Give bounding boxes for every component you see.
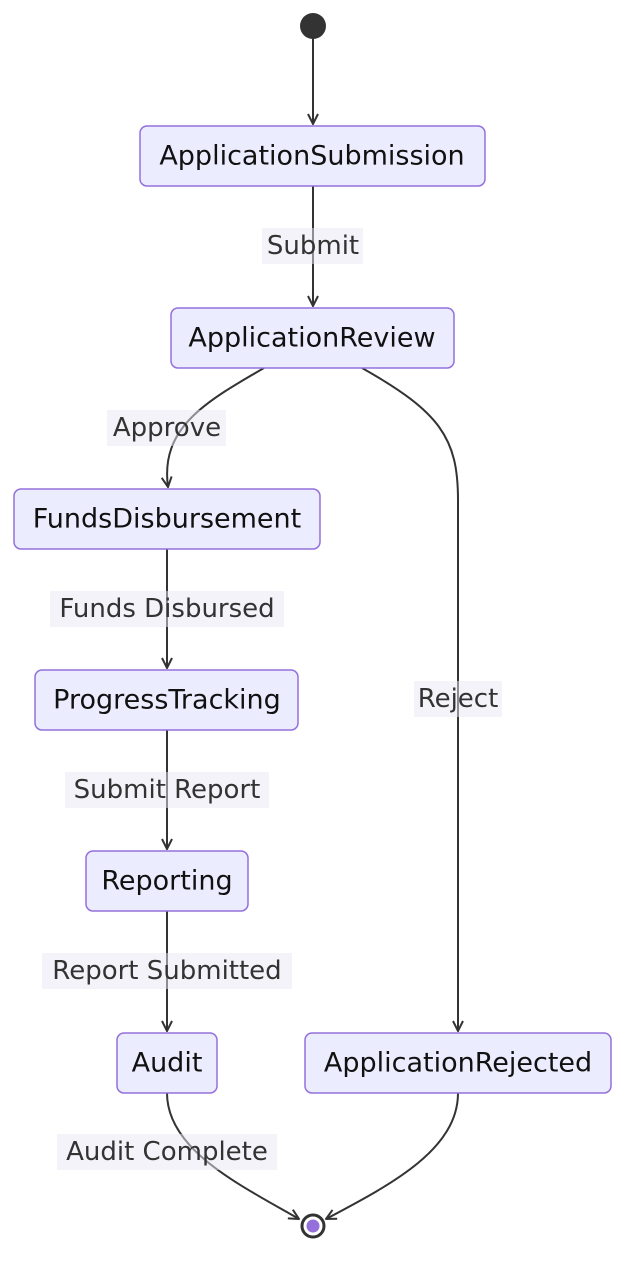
state-label: ApplicationSubmission	[159, 141, 464, 172]
edge-label-text: Submit	[267, 231, 359, 261]
edge-label-audit-complete: Audit Complete	[57, 1134, 277, 1170]
edge-label-text: Funds Disbursed	[59, 594, 274, 624]
state-label: ApplicationRejected	[324, 1048, 592, 1079]
edge-label-text: Reject	[418, 684, 499, 714]
edge-label-text: Report Submitted	[52, 956, 281, 986]
edge-label-funds-disbursed: Funds Disbursed	[50, 591, 284, 627]
state-progress-tracking[interactable]: ProgressTracking	[34, 669, 299, 731]
state-application-rejected[interactable]: ApplicationRejected	[304, 1032, 612, 1094]
end-node	[300, 1213, 326, 1239]
state-label: Audit	[132, 1048, 203, 1079]
edge-label-text: Submit Report	[74, 775, 261, 805]
state-label: FundsDisbursement	[33, 504, 301, 535]
edge-label-submit: Submit	[262, 228, 363, 264]
state-funds-disbursement[interactable]: FundsDisbursement	[13, 488, 321, 550]
edge-label-approve: Approve	[107, 410, 226, 446]
start-node	[300, 13, 326, 39]
state-application-review[interactable]: ApplicationReview	[170, 307, 455, 369]
edge-label-report-submitted: Report Submitted	[42, 953, 292, 989]
edge-reject	[361, 367, 458, 1031]
state-application-submission[interactable]: ApplicationSubmission	[139, 125, 486, 187]
edge-label-submit-report: Submit Report	[65, 772, 269, 808]
state-reporting[interactable]: Reporting	[85, 850, 249, 912]
state-label: ApplicationReview	[188, 323, 435, 354]
edge-rejected-to-end	[326, 1092, 459, 1219]
edge-label-text: Audit Complete	[66, 1137, 268, 1167]
edge-label-text: Approve	[113, 413, 221, 443]
state-label: ProgressTracking	[53, 685, 281, 716]
state-audit[interactable]: Audit	[116, 1032, 218, 1094]
state-label: Reporting	[101, 866, 232, 897]
edge-label-reject: Reject	[414, 681, 502, 717]
